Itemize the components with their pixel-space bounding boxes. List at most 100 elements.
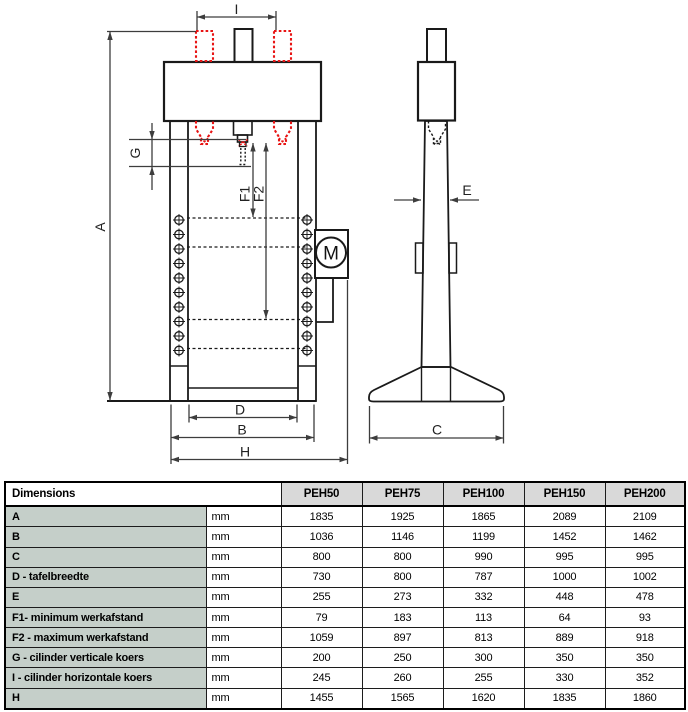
value-cell: 813 (442, 627, 525, 649)
dimension-B (171, 404, 315, 442)
value-cell: 1199 (442, 526, 525, 548)
side-tab-right (448, 242, 458, 274)
table-position-lines (187, 217, 308, 350)
value-cell: 1925 (361, 505, 444, 528)
value-cell: 1059 (280, 627, 363, 649)
front-cylinder (233, 28, 254, 63)
side-column (420, 120, 452, 368)
table-row: A mm 1835 1925 1865 2089 2109 (4, 505, 686, 528)
value-cell: 448 (523, 586, 606, 608)
row-unit: mm (205, 546, 282, 568)
table-row: D - tafelbreedte mm 730 800 787 1000 100… (4, 566, 686, 588)
row-unit: mm (205, 627, 282, 649)
side-cylinder (426, 28, 447, 63)
row-label: E (4, 586, 207, 608)
value-cell: 730 (280, 566, 363, 588)
motor-circle (315, 236, 347, 269)
value-cell: 478 (604, 586, 686, 608)
value-cell: 1455 (280, 687, 363, 710)
value-cell: 1452 (523, 526, 606, 548)
value-cell: 273 (361, 586, 444, 608)
value-cell: 250 (361, 647, 444, 669)
value-cell: 255 (442, 667, 525, 689)
pump-outline (316, 278, 334, 323)
side-base (368, 366, 505, 403)
value-cell: 1865 (442, 505, 525, 528)
value-cell: 330 (523, 667, 606, 689)
row-unit: mm (205, 566, 282, 588)
front-view (107, 28, 349, 402)
dimension-C (368, 406, 505, 444)
row-label: G - cilinder verticale koers (4, 647, 207, 669)
front-head-block (162, 60, 323, 123)
column-header-peh50: PEH50 (280, 481, 363, 507)
dimension-E (394, 197, 479, 203)
row-label: H (4, 687, 207, 710)
table-row: F2 - maximum werkafstand mm 1059 897 813… (4, 627, 686, 649)
value-cell: 800 (361, 566, 444, 588)
row-label: C (4, 546, 207, 568)
value-cell: 332 (442, 586, 525, 608)
value-cell: 350 (523, 647, 606, 669)
front-ram-stroke-dashed (239, 148, 247, 166)
dimension-F1 (250, 143, 256, 217)
table-row: I - cilinder horizontale koers mm 245 26… (4, 667, 686, 689)
value-cell: 113 (442, 606, 525, 629)
dimension-H (170, 280, 349, 464)
dimension-G (129, 123, 251, 190)
value-cell: 1835 (280, 505, 363, 528)
row-label: A (4, 505, 207, 528)
value-cell: 260 (361, 667, 444, 689)
motor-unit (314, 229, 349, 323)
row-unit: mm (205, 505, 282, 528)
side-head-block (416, 60, 457, 122)
value-cell: 897 (361, 627, 444, 649)
value-cell: 1002 (604, 566, 686, 588)
dimension-I (196, 11, 277, 30)
table-row: H mm 1455 1565 1620 1835 1860 (4, 687, 686, 710)
column-header-peh75: PEH75 (361, 481, 444, 507)
table-header-row: Dimensions PEH50 PEH75 PEH100 PEH150 PEH… (4, 481, 686, 507)
row-label: I - cilinder horizontale koers (4, 667, 207, 689)
row-label: B (4, 526, 207, 548)
dimension-labels: I A G F1 F2 E D B H C M (92, 1, 472, 460)
row-unit: mm (205, 606, 282, 629)
press-technical-drawing: I A G F1 F2 E D B H C M (92, 1, 505, 464)
value-cell: 93 (604, 606, 686, 629)
row-label: F2 - maximum werkafstand (4, 627, 207, 649)
dimension-F2 (263, 143, 269, 319)
value-cell: 2089 (523, 505, 606, 528)
value-cell: 1565 (361, 687, 444, 710)
column-header-peh200: PEH200 (604, 481, 686, 507)
value-cell: 183 (361, 606, 444, 629)
label-D: D (235, 402, 245, 418)
value-cell: 255 (280, 586, 363, 608)
side-column-through-base (420, 367, 452, 401)
value-cell: 245 (280, 667, 363, 689)
row-unit: mm (205, 526, 282, 548)
table-row: C mm 800 800 990 995 995 (4, 546, 686, 568)
table-row: E mm 255 273 332 448 478 (4, 586, 686, 608)
value-cell: 995 (523, 546, 606, 568)
label-G: G (127, 148, 143, 159)
value-cell: 2109 (604, 505, 686, 528)
value-cell: 352 (604, 667, 686, 689)
value-cell: 1620 (442, 687, 525, 710)
value-cell: 1860 (604, 687, 686, 710)
value-cell: 889 (523, 627, 606, 649)
value-cell: 350 (604, 647, 686, 669)
label-H: H (240, 444, 250, 460)
label-I: I (235, 1, 239, 17)
value-cell: 1036 (280, 526, 363, 548)
value-cell: 1146 (361, 526, 444, 548)
value-cell: 990 (442, 546, 525, 568)
row-unit: mm (205, 667, 282, 689)
dimension-A (107, 30, 196, 401)
dimension-lines (107, 11, 505, 464)
row-label: D - tafelbreedte (4, 566, 207, 588)
dimensions-table: Dimensions PEH50 PEH75 PEH100 PEH150 PEH… (4, 481, 686, 710)
value-cell: 300 (442, 647, 525, 669)
value-cell: 995 (604, 546, 686, 568)
table-row: G - cilinder verticale koers mm 200 250 … (4, 647, 686, 669)
